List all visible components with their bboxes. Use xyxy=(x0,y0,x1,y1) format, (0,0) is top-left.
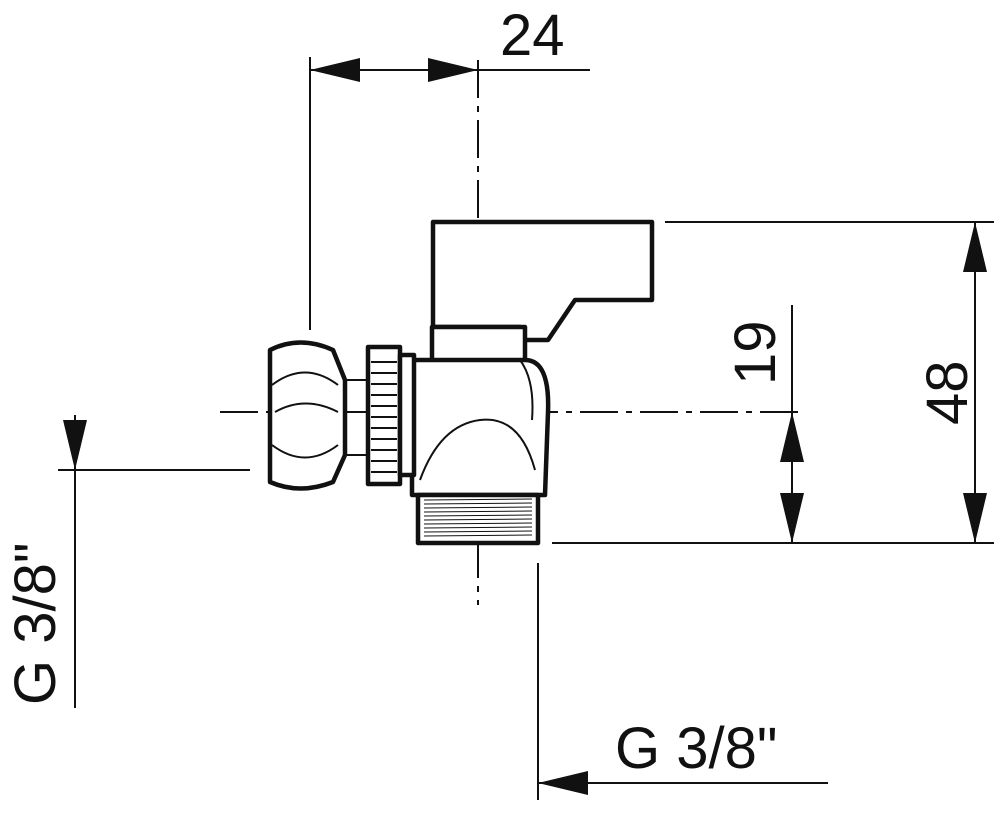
dimension-48: 48 xyxy=(552,221,994,544)
thread-line xyxy=(423,518,533,521)
bottom-thread-arrow xyxy=(538,771,588,795)
dim-24-arrow-right xyxy=(428,58,478,82)
bottom-thread-label: G 3/8" xyxy=(615,716,777,781)
hex-nut-face-lower xyxy=(271,444,339,459)
thread-line xyxy=(423,514,533,517)
thread-line xyxy=(423,502,533,505)
ring-collar xyxy=(397,352,417,478)
thread-line xyxy=(423,510,533,513)
thread-line xyxy=(423,506,533,509)
union-ring-teeth xyxy=(371,361,397,473)
thread-line xyxy=(423,534,533,537)
inlet-hex-nut xyxy=(267,340,348,491)
hex-nut-face-upper xyxy=(271,371,339,386)
dim-19-arrow-top xyxy=(780,412,804,462)
dimension-24: 24 xyxy=(309,3,590,330)
lever-handle xyxy=(430,219,655,343)
valve-main-body xyxy=(409,357,551,498)
dimension-19: 19 xyxy=(723,305,804,543)
hex-nut-face-mid xyxy=(274,402,339,413)
union-ring xyxy=(365,344,403,487)
body-curve xyxy=(419,418,536,481)
dim-19-label: 19 xyxy=(723,320,788,385)
left-thread-arrow xyxy=(63,420,87,470)
thread-line xyxy=(423,530,533,533)
dim-24-arrow-left xyxy=(310,58,360,82)
dim-48-label: 48 xyxy=(915,360,980,425)
valve-body xyxy=(267,219,655,546)
thread-line xyxy=(423,498,533,501)
dim-24-label: 24 xyxy=(500,3,565,68)
left-thread-label: G 3/8" xyxy=(3,543,68,705)
body-right-curve xyxy=(519,359,534,421)
dim-48-arrow-top xyxy=(963,222,987,272)
dim-19-arrow-bottom xyxy=(780,493,804,543)
bottom-thread-dimension: G 3/8" xyxy=(537,563,828,800)
thread-line xyxy=(423,526,533,529)
dim-48-arrow-bottom xyxy=(963,493,987,543)
outlet-thread-lines xyxy=(423,498,533,537)
left-thread-dimension: G 3/8" xyxy=(3,415,250,708)
thread-line xyxy=(423,522,533,525)
